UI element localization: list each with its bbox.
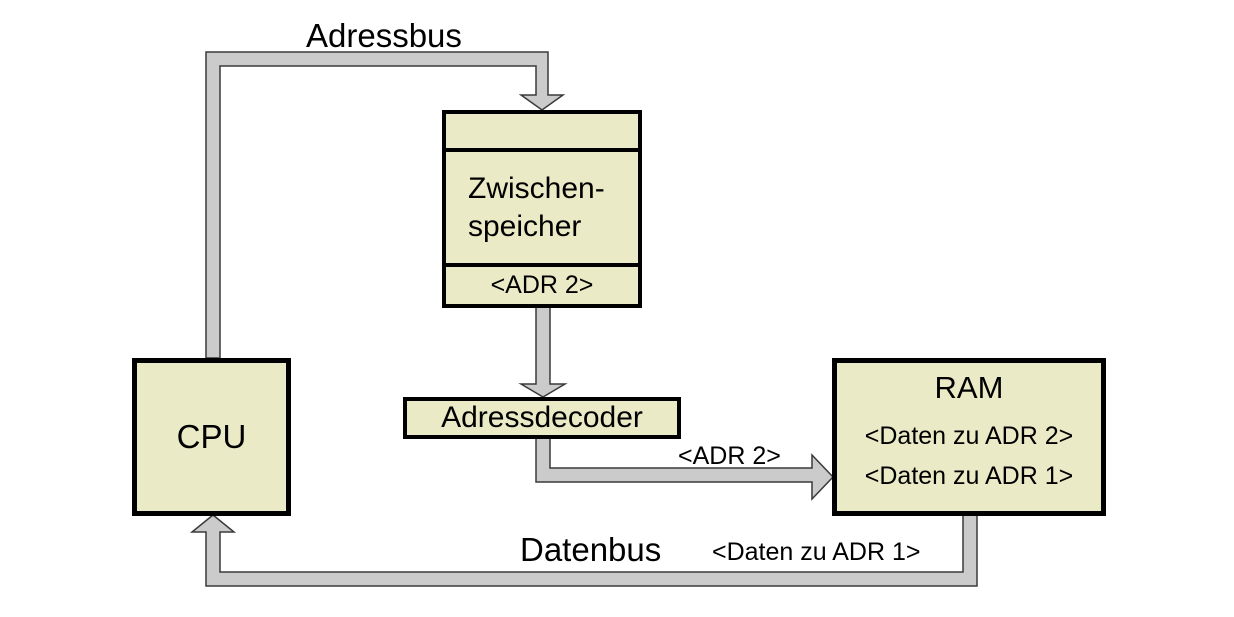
ram-row-adr2: <Daten zu ADR 2> <box>864 422 1074 450</box>
cpu-box: CPU <box>132 358 291 516</box>
datenbus-label: Datenbus <box>520 531 662 568</box>
zwischenspeicher-label: Zwischen- speicher <box>446 152 638 267</box>
adressdecoder-label: Adressdecoder <box>441 401 643 434</box>
ram-box: RAM <Daten zu ADR 2> <Daten zu ADR 1> <box>832 358 1106 516</box>
addressbus-pipe-arrow <box>205 51 566 359</box>
adr2-bus-label: <ADR 2> <box>678 442 781 470</box>
adressbus-label: Adressbus <box>306 17 462 54</box>
adressdecoder-box: Adressdecoder <box>403 397 681 439</box>
zwischenspeicher-adr2-slot: <ADR 2> <box>446 267 638 304</box>
ram-rows: <Daten zu ADR 2> <Daten zu ADR 1> <box>837 416 1101 496</box>
adr2-bus-pipe-arrow <box>535 437 835 501</box>
databus-pipe-arrow <box>189 514 978 587</box>
ram-title: RAM <box>934 370 1004 405</box>
cpu-label: CPU <box>176 418 247 455</box>
zwischenspeicher-box: Zwischen- speicher <ADR 2> <box>442 110 642 308</box>
buffer-to-decoder-arrow <box>518 306 568 398</box>
zwischenspeicher-label-line1: Zwischen- <box>468 171 605 205</box>
ram-row-adr1: <Daten zu ADR 1> <box>864 462 1074 490</box>
zwischenspeicher-empty-slot <box>446 114 638 152</box>
zwischenspeicher-adr2-value: <ADR 2> <box>490 271 594 299</box>
daten-zu-adr1-bus-label: <Daten zu ADR 1> <box>712 538 921 566</box>
zwischenspeicher-label-line2: speicher <box>468 209 582 243</box>
